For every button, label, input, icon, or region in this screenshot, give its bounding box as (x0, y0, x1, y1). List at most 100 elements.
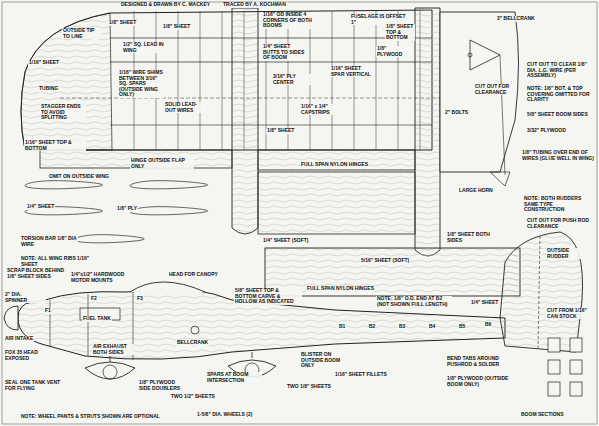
plan-note: TWO 1/8" SHEETS (286, 384, 332, 390)
spinner (4, 306, 18, 330)
wing-rib (420, 11, 421, 150)
wing-outline (21, 10, 432, 150)
plan-note: B2 (368, 324, 376, 330)
plan-note: 5/8" SHEET BOOM SIDES (526, 112, 589, 118)
fuselage-pod (440, 12, 519, 172)
rib-airfoil (75, 235, 145, 243)
wing-rib (222, 11, 223, 150)
left-boom (232, 8, 258, 234)
spar (110, 62, 432, 63)
strut (252, 352, 253, 358)
plan-note: B5 (458, 324, 466, 330)
plan-note: CUT OUT TO CLEAR 1/8" DIA. L.G. WIRE (PE… (526, 62, 594, 79)
wing-rib (354, 11, 355, 150)
plan-note: FULL SPAN NYLON HINGES (306, 286, 375, 292)
rib-airfoil (130, 181, 208, 189)
former (50, 300, 51, 346)
stabilizer (258, 172, 415, 234)
boom-section (570, 360, 582, 374)
plan-note: TORSION BAR 1/8" DIA WIRE (20, 236, 78, 247)
plan-note: 1/16" x 1/4" CAPSTRIPS (300, 104, 346, 115)
plan-note: 5/8" SHEET TOP & BOTTOM CARVE & HOLLOW A… (234, 288, 302, 305)
plan-note: 5/16" SHEET (SOFT) (360, 258, 410, 264)
plan-note: OUTSIDE RUDDER (546, 248, 592, 259)
wheel (103, 365, 117, 379)
plan-note: NOTE: 1/8" O.D. END AT B2 (NOT SHOWN FUL… (376, 296, 452, 307)
plan-note: BOOM SECTIONS (520, 412, 565, 418)
plan-note: TUBING (38, 86, 59, 92)
plan-note: AIR EXHAUST BOTH SIDES (92, 344, 134, 355)
canopy (130, 282, 205, 292)
inside-flap (258, 150, 415, 170)
plan-note: CUT OUT FOR PUSH ROD CLEARANCE (526, 218, 590, 229)
plan-note: CUT FROM 1/16" CAN STOCK (546, 308, 594, 319)
plan-note: 1/16" WIRE SHIMS BETWEEN 3/16" SQ. SPARS… (118, 70, 164, 98)
strut (110, 356, 111, 362)
plan-note: B6 (484, 322, 492, 328)
plan-note: TWO 1/2" SHEETS (170, 394, 216, 400)
wing-rib (244, 11, 245, 150)
wing-rib (200, 11, 201, 150)
trailing-edge-sheet (110, 125, 432, 126)
plan-note: NOTE: BOTH RUDDERS SAME TYPE CONSTRUCTIO… (523, 196, 595, 213)
plan-note: CUT OUT FOR CLEARANCE (474, 84, 516, 95)
plan-note: 1/4"x1/2" HARDWOOD MOTOR MOUNTS (70, 272, 132, 283)
boom-section (570, 382, 582, 396)
plan-note: 1/8" SHEET (266, 128, 295, 134)
wing-rib (376, 11, 377, 150)
plan-note: DESIGNED & DRAWN BY C. MACKEY (120, 2, 211, 8)
plan-note: 1/8" SHEET BOTH SIDES (446, 232, 492, 243)
plan-note: 1/8" SHEET TOP & BOTTOM (385, 24, 415, 41)
plan-note: HEAD FOR CANOPY (168, 272, 219, 278)
plan-note: FOX 35 HEAD EXPOSED (4, 350, 50, 361)
wheel-pant (85, 362, 135, 379)
plan-note: 1/4" SHEET (470, 300, 499, 306)
plan-note: SPARS AT BOOM INTERSECTION (206, 372, 262, 383)
plan-note: LARGE HORN (458, 188, 494, 194)
plan-note: NOTE: ALL WING RIBS 1/16" SHEET (20, 256, 96, 267)
boom-sections (548, 338, 582, 396)
plan-note: HINGE OUTSIDE FLAP ONLY (130, 158, 194, 169)
plan-note: B1 (338, 324, 346, 330)
bellcrank-pivot (468, 53, 472, 57)
plan-note: FUEL TANK (82, 316, 112, 322)
plan-note: 1/4" SHEET (SOFT) (262, 238, 309, 244)
boom-section (548, 382, 560, 396)
plan-note: BELLCRANK (176, 340, 209, 346)
wing-ribs (25, 181, 208, 243)
plan-note: 1/8" PLY (116, 206, 138, 212)
plan-note: 1/8" PLYWOOD (376, 46, 412, 57)
rudder-hinge (538, 236, 540, 350)
plan-note: 1/16" SHEET FILLETS (334, 372, 388, 378)
plan-note: TRACED BY A. KOCHMAN (222, 2, 287, 8)
plan-note: 2" DIA. SPINNER (4, 292, 46, 303)
plan-note: SOLID LEAD-OUT WIRES (164, 102, 204, 113)
plan-note: 1/2" SQ. LEAD IN WING (122, 42, 166, 53)
plan-note: NOTE: 1/8" BOT. & TOP COVERING OMITTED F… (526, 86, 594, 103)
plan-note: 2" BOLTS (444, 110, 469, 116)
plan-note: 1/8" PLYWOOD SIDE DOUBLERS (138, 380, 188, 391)
plan-note: NOTE: WHEEL PANTS & STRUTS SHOWN ARE OPT… (20, 414, 161, 420)
plan-note: B4 (428, 324, 436, 330)
plan-note: 1/4" SHEET BUTTS TO SIDES OF BOOM (262, 44, 306, 61)
plan-note: 3/16" PLY CENTER (272, 74, 314, 85)
plan-note: 1/8" SHEET (162, 24, 191, 30)
plan-note: 1/8" SHEET (108, 20, 137, 26)
plan-note: 1/4" SHEET (26, 204, 55, 210)
plan-note: F3 (136, 296, 144, 302)
bellcrank-side (191, 326, 199, 334)
plan-note: SCRAP BLOCK BEHIND 1/8" SHEET SIDES (6, 268, 70, 279)
spar (110, 38, 432, 39)
wing-rib (332, 11, 333, 150)
wing-rib (178, 11, 179, 150)
wing-tip-sheet (21, 13, 112, 150)
plan-note: OMIT ON OUTSIDE WING (48, 174, 110, 180)
plan-note: B3 (398, 324, 406, 330)
plan-note: AIR INTAKE (4, 336, 34, 342)
plan-note: 3/32" PLYWOOD (526, 128, 567, 134)
plan-note: F1 (44, 308, 52, 314)
former (88, 294, 89, 356)
